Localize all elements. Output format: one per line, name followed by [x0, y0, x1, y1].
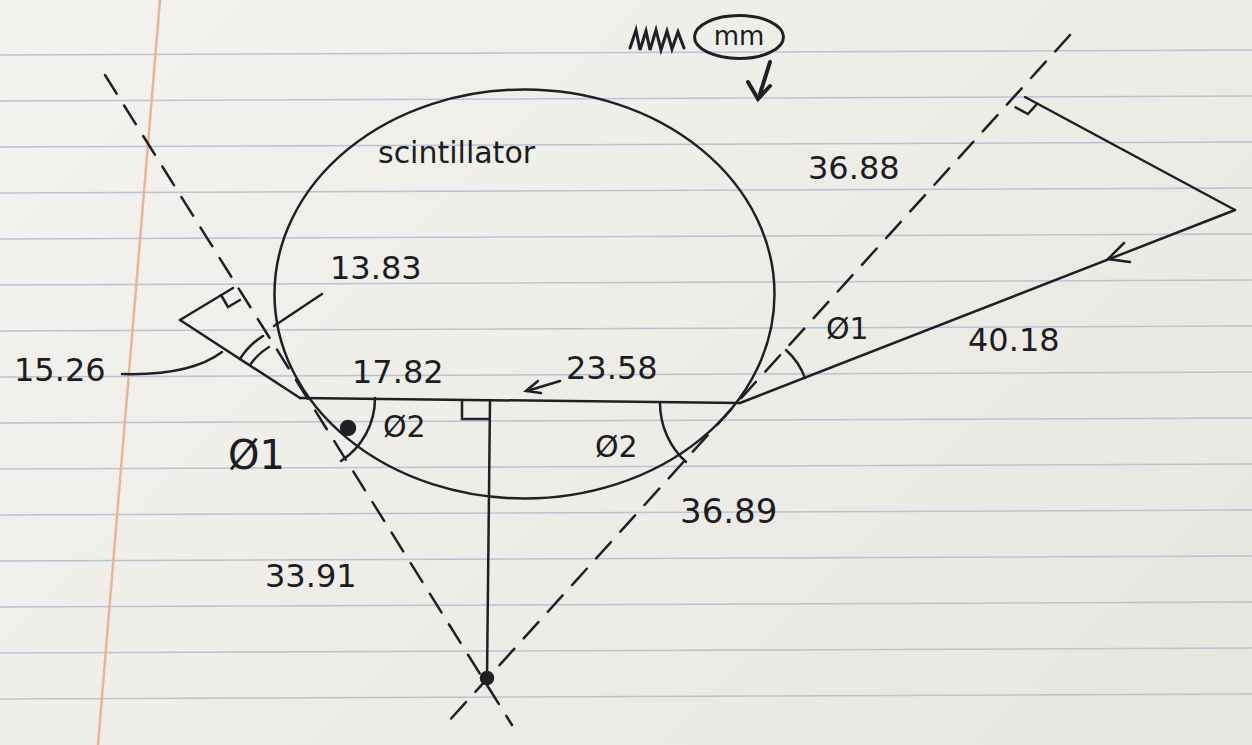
leader-arrowhead	[526, 381, 541, 393]
angle-label: Ø1	[826, 312, 869, 347]
geometry	[105, 30, 1235, 725]
angle-label: Ø2	[383, 410, 426, 445]
ray-line	[180, 320, 300, 398]
right-angle-mark	[462, 400, 489, 419]
chord-line	[300, 398, 740, 403]
unit-ellipse: mm	[693, 14, 785, 60]
ink-dot	[341, 421, 355, 435]
perpendicular-line	[1025, 97, 1235, 210]
focal-point	[481, 672, 493, 684]
dimension-label: 15.26	[14, 352, 106, 389]
node-text: mm	[714, 22, 765, 52]
dimension-label: 23.58	[566, 350, 658, 387]
scintillator-circle: scintillator	[273, 88, 776, 500]
dimension-label: 17.82	[352, 354, 444, 391]
dimension-label: 33.91	[265, 558, 357, 595]
dimension-label: 36.88	[808, 150, 900, 187]
dashed-normal	[448, 35, 1070, 722]
angle-arc	[250, 347, 269, 365]
node-text: scintillator	[378, 136, 535, 171]
angle-label: Ø1	[228, 432, 285, 478]
right-angle-mark	[221, 295, 240, 307]
dashed-normal	[105, 75, 512, 725]
unit-arrowhead	[748, 82, 770, 99]
ruled-lines	[0, 50, 1252, 699]
dimension-label: 40.18	[968, 322, 1060, 359]
ray-line	[740, 210, 1235, 403]
angle-label: Ø2	[595, 430, 638, 465]
perpendicular-line	[487, 400, 490, 678]
right-angle-mark	[1016, 104, 1038, 114]
scribble	[630, 30, 684, 50]
angle-arc	[240, 336, 263, 359]
dimension-label: 13.83	[330, 250, 422, 287]
dimension-label: 36.89	[680, 492, 777, 531]
leader-line	[122, 352, 222, 374]
leader-line	[274, 294, 322, 326]
angle-arc	[341, 398, 375, 461]
angle-arc	[786, 350, 805, 378]
ray-arrowhead	[1108, 243, 1130, 262]
